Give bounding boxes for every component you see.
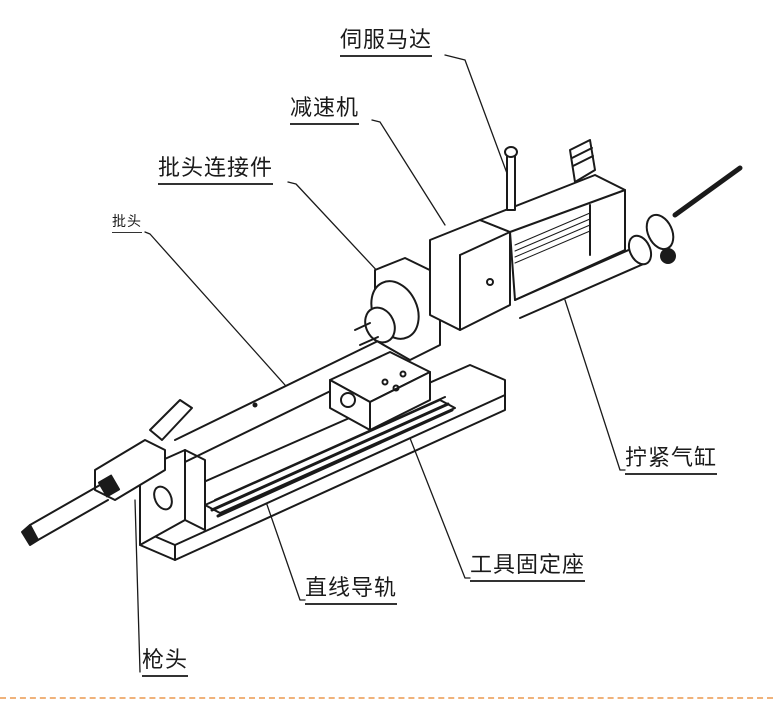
label-linear-guide: 直线导轨	[305, 578, 398, 605]
label-tightening-cylinder: 拧紧气缸	[625, 448, 718, 475]
label-bit: 批头	[112, 215, 142, 233]
leader-lines	[134, 54, 626, 673]
bit-connector-housing	[354, 257, 441, 361]
label-tool-mount: 工具固定座	[470, 555, 586, 582]
tool-mount-block	[329, 351, 431, 431]
tightening-cylinder	[514, 165, 743, 319]
label-gun-head: 枪头	[142, 650, 189, 677]
dashed-divider	[0, 697, 773, 699]
label-servo-motor: 伺服马达	[340, 30, 433, 57]
gun-head-assembly	[21, 399, 193, 546]
label-reducer: 减速机	[290, 98, 360, 125]
linear-guide-rail	[204, 396, 456, 518]
servo-motor-body	[479, 139, 626, 301]
reducer-body	[429, 219, 511, 331]
label-bit-connector: 批头连接件	[158, 158, 274, 185]
